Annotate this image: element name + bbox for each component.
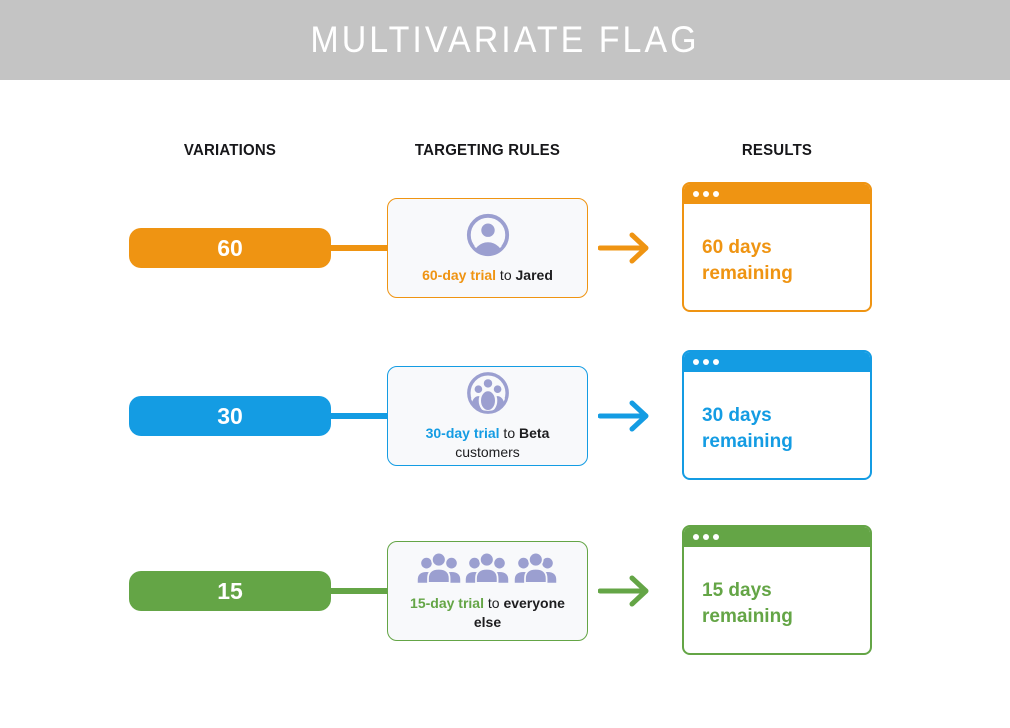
column-header-variations: VARIATIONS <box>183 141 277 160</box>
variation-pill: 15 <box>129 571 331 611</box>
window-dot-icon <box>693 534 699 540</box>
window-dot-icon <box>693 191 699 197</box>
window-dot-icon <box>713 191 719 197</box>
rule-segment: everyone else <box>473 595 565 630</box>
result-line: 60 days <box>702 237 772 258</box>
targeting-rule-card: 60-day trial to Jared <box>387 198 588 298</box>
variation-value: 60 <box>217 234 243 261</box>
targeting-rule-text: 60-day trial to Jared <box>422 266 553 285</box>
rule-segment: customers <box>455 444 520 460</box>
flow-row-30: 30 30-day trial to Beta c <box>0 350 1010 480</box>
rule-segment: 30-day trial <box>425 425 500 442</box>
result-line: 15 days <box>702 580 772 601</box>
targeting-rule-text: 15-day trial to everyone else <box>396 594 579 632</box>
result-text: 30 days remaining <box>684 372 870 455</box>
flow-row-60: 60 60-day trial to Jared <box>0 182 1010 312</box>
result-window: 60 days remaining <box>682 182 872 312</box>
arrow-icon <box>597 571 658 611</box>
diagram-header: MULTIVARIATE FLAG <box>0 0 1010 80</box>
window-dot-icon <box>703 534 709 540</box>
variation-pill: 30 <box>129 396 331 436</box>
column-header-targeting-rules: TARGETING RULES <box>414 141 561 160</box>
rule-segment: 60-day trial <box>422 266 497 283</box>
targeting-rule-text: 30-day trial to Beta customers <box>396 424 579 462</box>
rule-segment: to <box>499 425 520 442</box>
rule-segment: to <box>496 266 516 283</box>
window-titlebar <box>684 352 870 372</box>
crowd-icon <box>416 550 559 586</box>
result-line: remaining <box>702 431 793 452</box>
rule-segment: Jared <box>515 266 553 283</box>
result-line: 30 days <box>702 405 772 426</box>
user-group-icon <box>465 370 511 416</box>
variation-value: 15 <box>217 577 243 604</box>
result-line: remaining <box>702 606 793 627</box>
window-dot-icon <box>703 359 709 365</box>
variation-value: 30 <box>217 402 243 429</box>
result-line: remaining <box>702 263 793 284</box>
single-user-icon <box>465 212 511 258</box>
column-header-results: RESULTS <box>741 141 813 160</box>
rule-segment: to <box>483 595 504 612</box>
window-titlebar <box>684 527 870 547</box>
result-window: 30 days remaining <box>682 350 872 480</box>
rule-segment: Beta <box>519 425 550 442</box>
flow-row-15: 15 <box>0 525 1010 655</box>
arrow-icon <box>597 396 658 436</box>
result-text: 60 days remaining <box>684 204 870 287</box>
result-text: 15 days remaining <box>684 547 870 630</box>
window-dot-icon <box>703 191 709 197</box>
window-dot-icon <box>693 359 699 365</box>
targeting-rule-card: 30-day trial to Beta customers <box>387 366 588 466</box>
variation-pill: 60 <box>129 228 331 268</box>
arrow-icon <box>597 228 658 268</box>
window-titlebar <box>684 184 870 204</box>
window-dot-icon <box>713 534 719 540</box>
result-window: 15 days remaining <box>682 525 872 655</box>
connector-line <box>329 245 389 251</box>
page-title: MULTIVARIATE FLAG <box>310 18 700 60</box>
targeting-rule-card: 15-day trial to everyone else <box>387 541 588 641</box>
connector-line <box>329 413 389 419</box>
connector-line <box>329 588 389 594</box>
rule-segment: 15-day trial <box>410 595 484 612</box>
window-dot-icon <box>713 359 719 365</box>
